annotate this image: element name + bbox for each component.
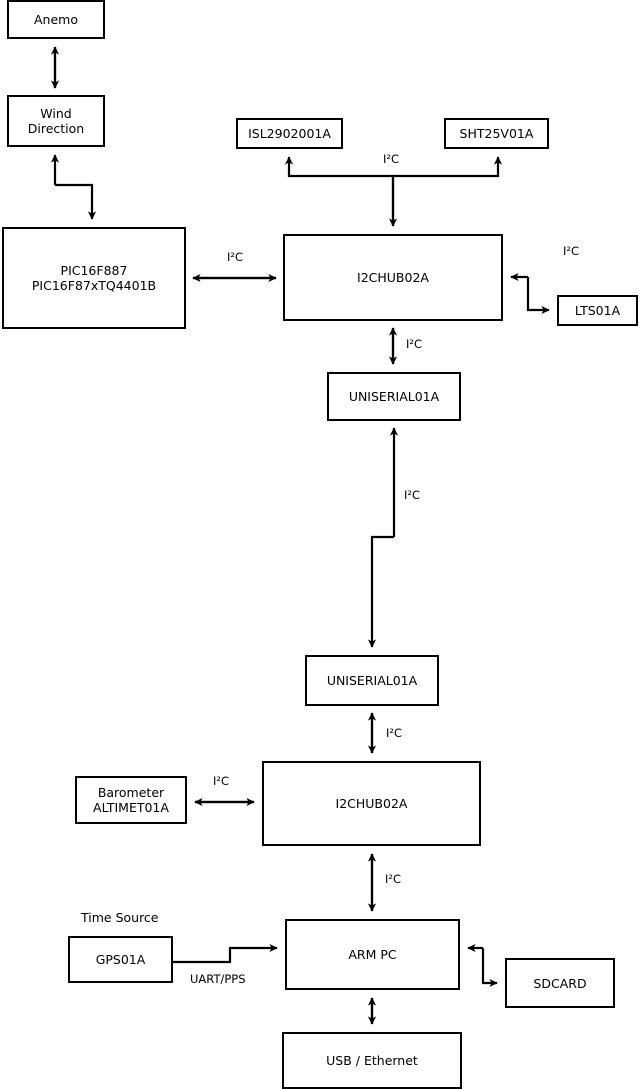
- edge-label-hub-uniserial: I²C: [406, 337, 423, 351]
- node-i2chub02a-bottom[interactable]: I2CHUB02A: [262, 761, 481, 846]
- node-uniserial01a-lower[interactable]: UNISERIAL01A: [305, 655, 439, 706]
- connector-armpc-sdcard: [467, 943, 498, 988]
- node-usb-ethernet[interactable]: USB / Ethernet: [282, 1032, 462, 1089]
- node-i2chub02a-top[interactable]: I2CHUB02A: [283, 234, 503, 321]
- node-gps01a[interactable]: GPS01A: [68, 936, 173, 983]
- node-uniserial01a-lower-label: UNISERIAL01A: [326, 673, 418, 688]
- node-usb-ethernet-label: USB / Ethernet: [326, 1053, 418, 1068]
- node-uniserial01a-upper-label: UNISERIAL01A: [348, 389, 440, 404]
- edge-label-gps-armpc: UART/PPS: [190, 972, 246, 986]
- label-time-source: Time Source: [81, 910, 159, 925]
- node-isl2902001a[interactable]: ISL2902001A: [236, 118, 343, 149]
- edge-label-hub-lts: I²C: [563, 244, 580, 258]
- edge-label-uniserial-hub-bottom: I²C: [386, 726, 403, 740]
- node-pic-mcu-label: PIC16F887 PIC16F87xTQ4401B: [31, 263, 157, 293]
- connector-wind-pic: [50, 154, 97, 220]
- connector-uniserial-link: [367, 427, 399, 648]
- node-sdcard[interactable]: SDCARD: [505, 958, 615, 1008]
- edge-label-isl-sht-bus: I²C: [383, 152, 400, 166]
- node-i2chub02a-top-label: I2CHUB02A: [357, 270, 429, 285]
- node-lts01a[interactable]: LTS01A: [557, 295, 638, 326]
- node-sdcard-label: SDCARD: [533, 975, 587, 991]
- node-barometer-altimet01a-label: Barometer ALTIMET01A: [93, 785, 169, 815]
- edge-label-barometer-hub: I²C: [213, 774, 230, 788]
- node-arm-pc[interactable]: ARM PC: [285, 919, 460, 990]
- node-wind-direction[interactable]: Wind Direction: [7, 95, 105, 147]
- node-barometer-altimet01a[interactable]: Barometer ALTIMET01A: [75, 776, 187, 824]
- node-i2chub02a-bottom-label: I2CHUB02A: [335, 796, 408, 811]
- node-wind-direction-label: Wind Direction: [27, 106, 85, 136]
- edge-label-pic-hub: I²C: [227, 250, 244, 264]
- node-isl2902001a-label: ISL2902001A: [248, 126, 331, 141]
- node-gps01a-label: GPS01A: [95, 952, 146, 967]
- connector-hub-sensors-bus: [284, 156, 503, 227]
- node-anemo-label: Anemo: [34, 12, 78, 27]
- connector-hub-lts: [510, 272, 550, 315]
- edge-label-uniserial-link: I²C: [404, 488, 421, 502]
- node-lts01a-label: LTS01A: [574, 303, 621, 318]
- node-sht25v01a-label: SHT25V01A: [459, 126, 534, 141]
- connector-gps-armpc: [173, 943, 278, 964]
- node-pic-mcu[interactable]: PIC16F887 PIC16F87xTQ4401B: [2, 227, 186, 329]
- edge-label-hub-armpc: I²C: [385, 872, 402, 886]
- node-anemo[interactable]: Anemo: [7, 0, 105, 39]
- node-uniserial01a-upper[interactable]: UNISERIAL01A: [327, 372, 461, 421]
- node-sht25v01a[interactable]: SHT25V01A: [444, 118, 549, 149]
- node-arm-pc-label: ARM PC: [348, 947, 397, 962]
